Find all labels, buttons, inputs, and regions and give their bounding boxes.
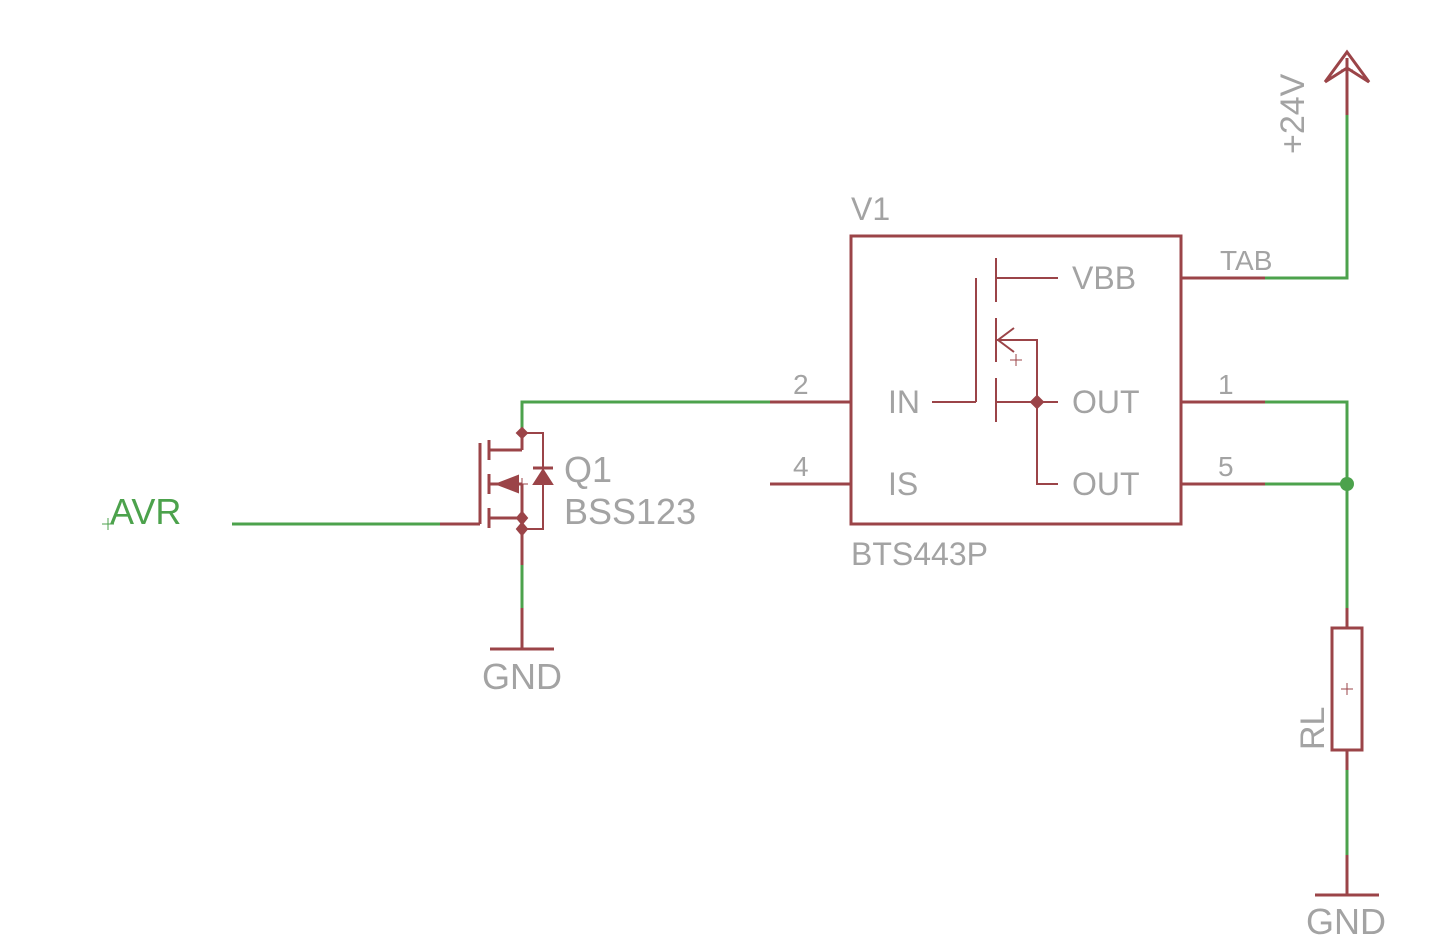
gnd-rl-label: GND <box>1306 901 1386 942</box>
v1-internal-body-line <box>996 339 1058 485</box>
net-label-avr-text: AVR <box>110 491 181 532</box>
v1-pin-is-number: 4 <box>793 451 809 482</box>
v1-pin-name-vbb: VBB <box>1072 260 1136 296</box>
q1-name: Q1 <box>564 449 612 490</box>
v1-pin-name-in: IN <box>888 384 920 420</box>
rl-load-resistor[interactable]: RL <box>1294 608 1364 770</box>
q1-mosfet[interactable]: Q1 BSS123 <box>440 426 696 565</box>
wire-tab-to-24v[interactable] <box>1265 115 1349 280</box>
gnd-symbol-q1[interactable]: GND <box>482 608 562 697</box>
q1-diode-triangle <box>532 468 554 485</box>
v1-pin-out2-number: 5 <box>1218 451 1234 482</box>
q1-value: BSS123 <box>564 491 696 532</box>
v1-pin-out1-number: 1 <box>1218 369 1234 400</box>
junction-dot <box>1340 477 1354 491</box>
wire-out1[interactable] <box>1265 400 1349 484</box>
q1-body-arrow <box>494 474 519 494</box>
v1-pin-name-out1: OUT <box>1072 384 1140 420</box>
q1-junction-drain <box>515 426 529 440</box>
rl-name: RL <box>1294 707 1332 750</box>
v1-body <box>849 234 1183 526</box>
v1-pin-name-out2: OUT <box>1072 466 1140 502</box>
wires <box>232 115 1354 855</box>
v1-pin-tab-label: TAB <box>1220 245 1272 276</box>
v1-value: BTS443P <box>851 536 988 572</box>
v1-pin-name-is: IS <box>888 466 918 502</box>
v1-internal-junction <box>1029 394 1045 410</box>
v1-name: V1 <box>851 191 890 227</box>
supply-24v-symbol[interactable]: +24V <box>1274 49 1371 154</box>
gnd-q1-label: GND <box>482 656 562 697</box>
supply-24v-arrow <box>1323 49 1371 84</box>
q1-junction-source <box>515 521 529 537</box>
v1-pin-in-number: 2 <box>793 369 809 400</box>
v1-high-side-switch[interactable]: V1 BTS443P 2 4 TAB 1 5 IN IS VBB OUT OUT <box>770 191 1272 572</box>
v1-internal-body-arrow <box>996 327 1015 353</box>
gnd-symbol-rl[interactable]: GND <box>1306 855 1386 942</box>
supply-24v-label: +24V <box>1274 73 1312 154</box>
net-label-avr[interactable]: AVR <box>102 491 181 532</box>
wire-q1-drain-to-in[interactable] <box>520 400 770 430</box>
